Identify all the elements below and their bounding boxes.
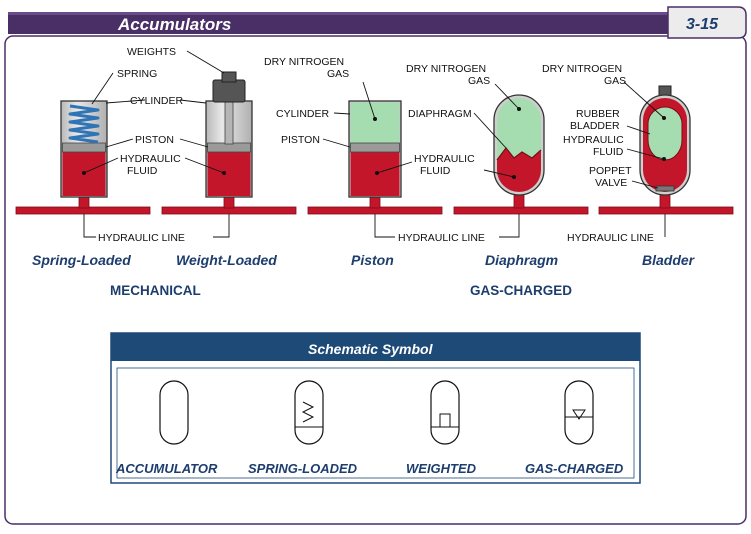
weight-loaded-accumulator [205, 71, 253, 209]
label-piston-mech: PISTON [135, 134, 174, 146]
piston-accumulator [348, 100, 402, 209]
symbol-weighted [430, 380, 460, 445]
caption-bladder: Bladder [642, 252, 696, 268]
label-fluid-mech: FLUID [127, 165, 158, 177]
page-number-badge [667, 6, 747, 39]
symbol-spring-loaded [294, 380, 324, 445]
caption-piston: Piston [351, 252, 394, 268]
caption-diaphragm: Diaphragm [485, 252, 558, 268]
label-fluid-bladder: FLUID [593, 146, 624, 158]
group-gas-charged: GAS-CHARGED [470, 283, 572, 298]
label-dry-nitrogen-piston: DRY NITROGEN [264, 56, 344, 68]
label-dry-nitrogen-bladder: DRY NITROGEN [542, 63, 622, 75]
label-hydraulic-line-right: HYDRAULIC LINE [567, 232, 654, 244]
symbol-gas-charged [564, 380, 594, 445]
weight-block [212, 79, 246, 103]
label-cylinder-mech: CYLINDER [130, 95, 184, 107]
symbol-label-gas-charged: GAS-CHARGED [525, 461, 624, 476]
label-spring: SPRING [117, 68, 157, 80]
label-cylinder-piston: CYLINDER [276, 108, 330, 120]
label-piston-piston: PISTON [281, 134, 320, 146]
label-valve: VALVE [595, 177, 627, 189]
symbol-label-spring-loaded: SPRING-LOADED [248, 461, 358, 476]
label-gas-bladder: GAS [604, 75, 626, 87]
label-dry-nitrogen-diaphragm: DRY NITROGEN [406, 63, 486, 75]
caption-weight-loaded: Weight-Loaded [176, 252, 277, 268]
label-hydraulic-bladder: HYDRAULIC [563, 134, 624, 146]
group-mechanical: MECHANICAL [110, 283, 201, 298]
label-poppet: POPPET [589, 165, 632, 177]
label-hydraulic-mech: HYDRAULIC [120, 153, 181, 165]
poppet-valve [655, 185, 675, 192]
bladder-accumulator [639, 85, 691, 209]
spring-coil [68, 104, 100, 144]
symbol-label-weighted: WEIGHTED [406, 461, 477, 476]
caption-spring-loaded: Spring-Loaded [32, 252, 131, 268]
leader-lines [83, 50, 666, 238]
schematic-title: Schematic Symbol [308, 341, 434, 357]
label-weights: WEIGHTS [127, 46, 176, 58]
label-diaphragm: DIAPHRAGM [408, 108, 472, 120]
page-title: Accumulators [117, 15, 231, 34]
label-fluid-piston: FLUID [420, 165, 451, 177]
symbol-label-accumulator: ACCUMULATOR [115, 461, 218, 476]
symbol-accumulator [159, 380, 189, 445]
label-hydraulic-piston: HYDRAULIC [414, 153, 475, 165]
label-rubber: RUBBER [576, 108, 620, 120]
header-bar: Accumulators 3-15 [8, 6, 747, 39]
diaphragm-accumulator [493, 94, 545, 209]
spring-loaded-accumulator [60, 100, 108, 209]
label-bladder: BLADDER [570, 120, 620, 132]
schematic-symbol-panel: Schematic Symbol ACCUMULATOR SPRING-LOAD… [110, 332, 641, 484]
label-hydraulic-line-left: HYDRAULIC LINE [98, 232, 185, 244]
page-number: 3-15 [686, 16, 719, 33]
label-hydraulic-line-mid: HYDRAULIC LINE [398, 232, 485, 244]
label-gas-piston: GAS [327, 68, 349, 80]
label-gas-diaphragm: GAS [468, 75, 490, 87]
